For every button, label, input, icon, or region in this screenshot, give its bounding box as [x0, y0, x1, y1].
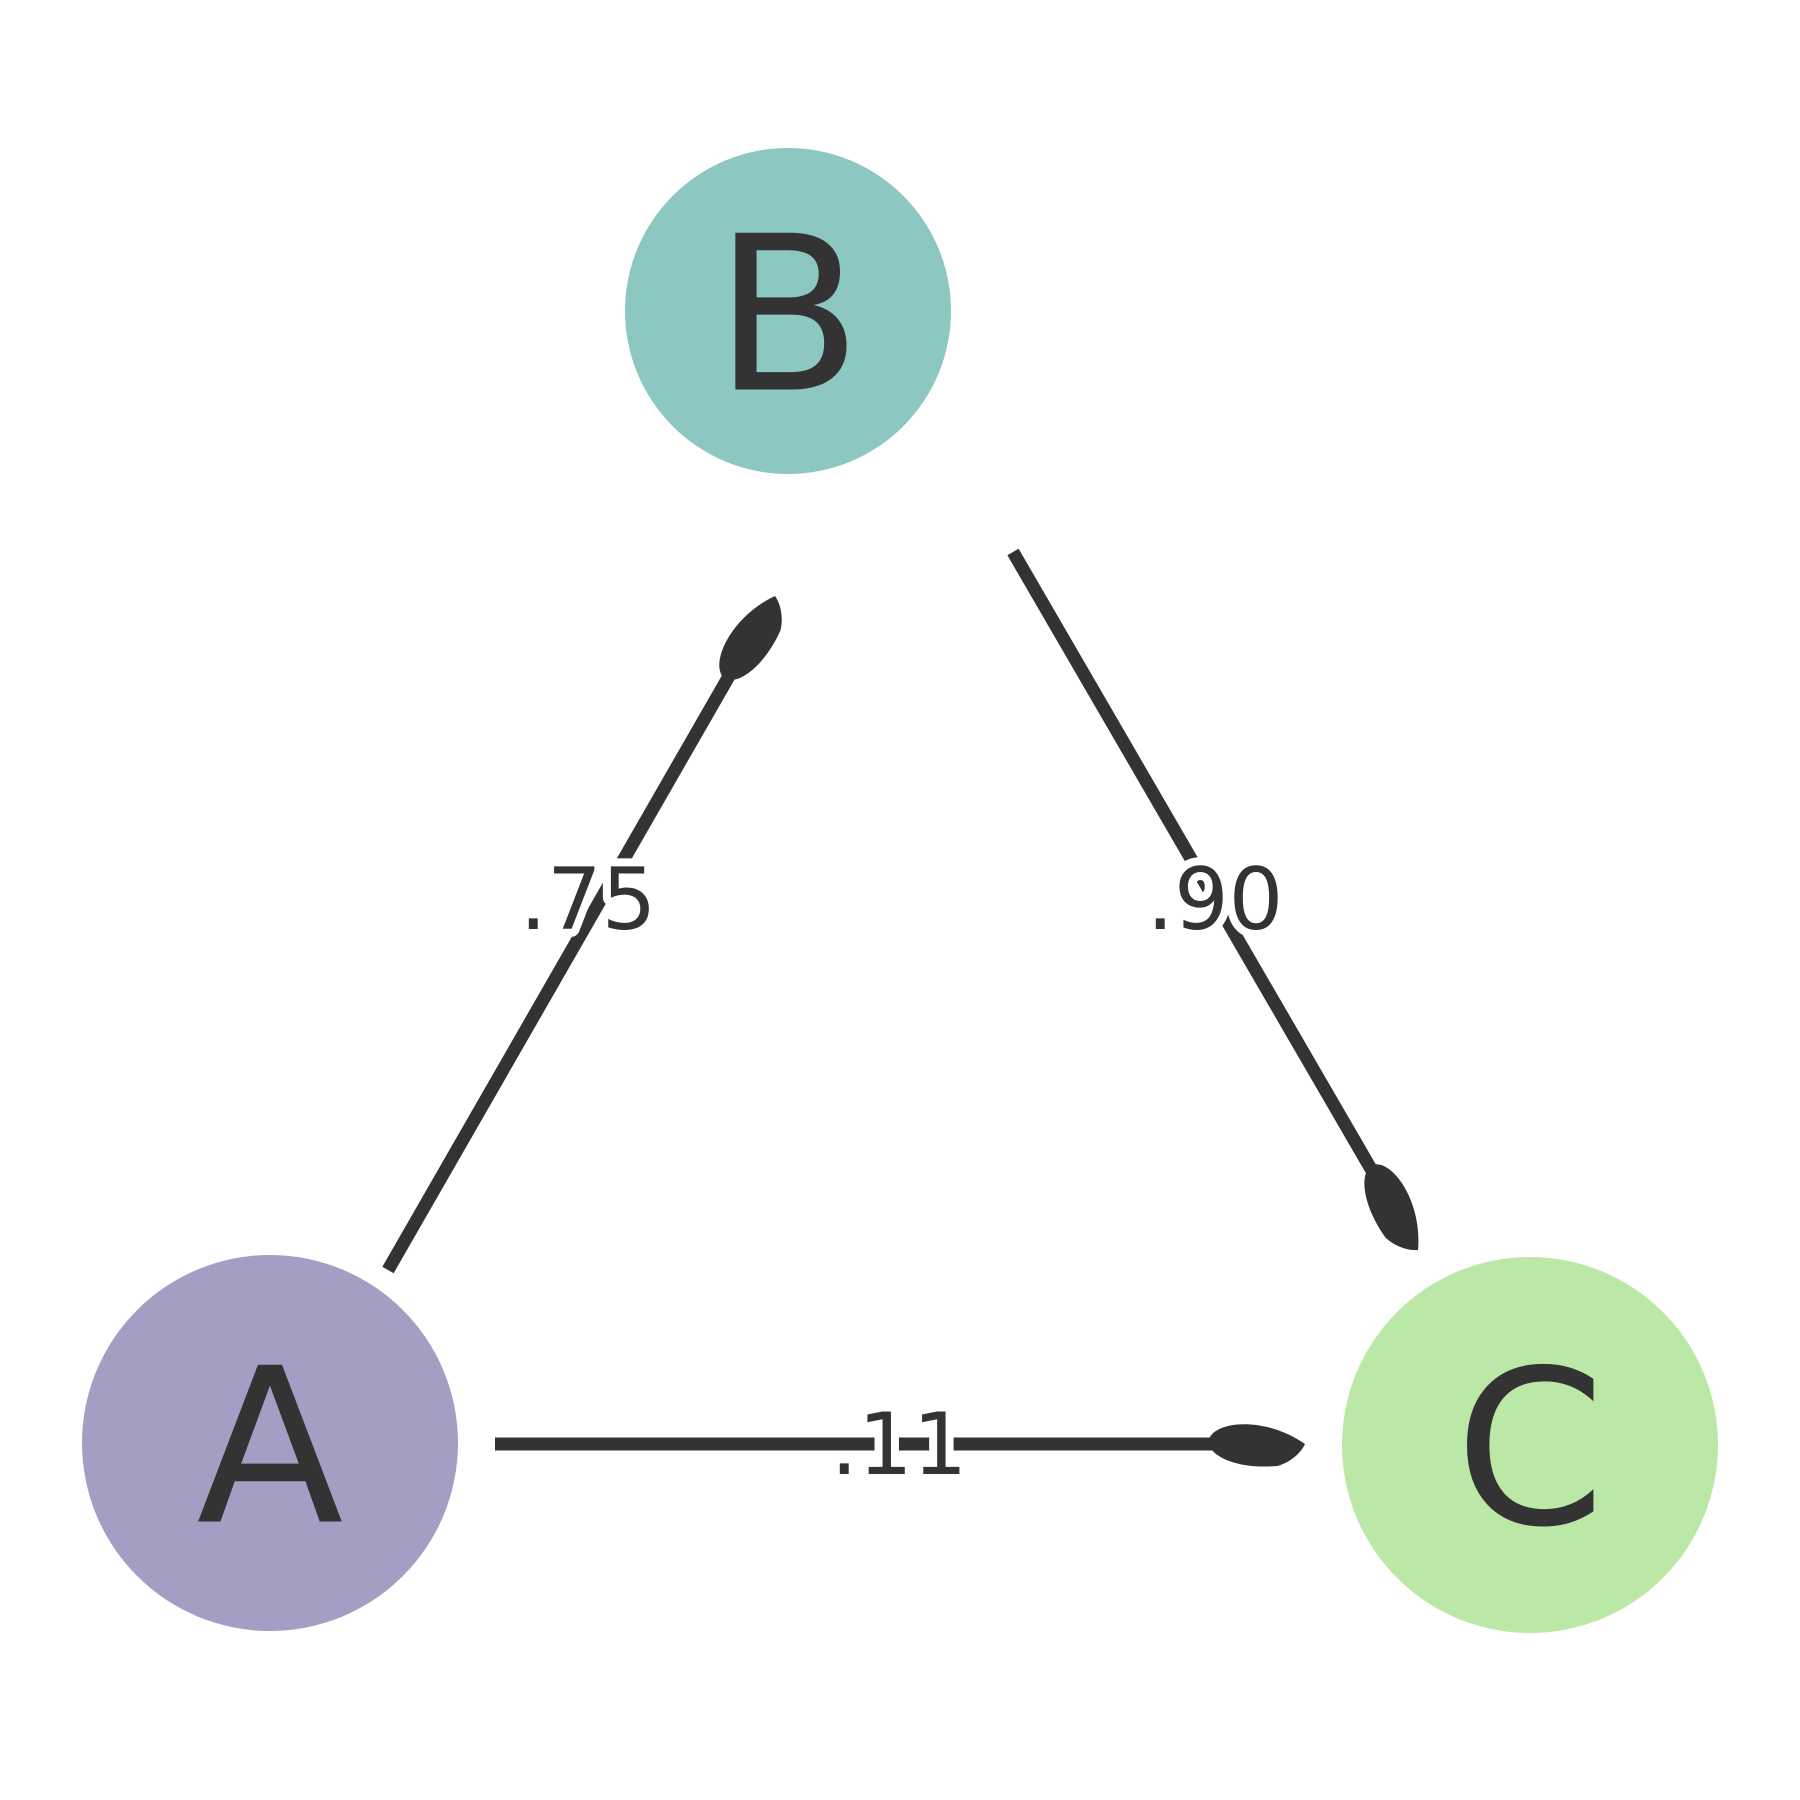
- arrowhead-b-c: [1364, 1164, 1419, 1251]
- node-b[interactable]: B: [625, 148, 951, 474]
- edge-labels-group: .75.75.90.90.11.11: [512, 842, 1292, 1503]
- edge-label-halo-a-b: .75: [520, 850, 657, 950]
- node-label-a: A: [196, 1322, 343, 1573]
- nodes-group: A B C: [82, 148, 1718, 1633]
- edge-label-a-b: .75: [520, 850, 657, 950]
- node-circle-a[interactable]: [82, 1255, 458, 1631]
- node-label-b: B: [714, 190, 862, 441]
- edge-b-c[interactable]: [1007, 548, 1435, 1261]
- node-c[interactable]: C: [1342, 1257, 1718, 1633]
- edge-a-b[interactable]: [382, 586, 795, 1274]
- edge-label-b-c: .90: [1147, 850, 1284, 950]
- edge-a-c[interactable]: [495, 1424, 1305, 1467]
- node-label-c: C: [1455, 1324, 1605, 1575]
- node-circle-c[interactable]: [1342, 1257, 1718, 1633]
- node-circle-b[interactable]: [625, 148, 951, 474]
- edge-label-halo-a-c: .11: [831, 1395, 968, 1495]
- edges-group: [382, 548, 1435, 1467]
- edge-label-a-c: .11: [831, 1395, 968, 1495]
- edge-line-b-c: [1007, 548, 1380, 1177]
- node-a[interactable]: A: [82, 1255, 458, 1631]
- arrowhead-a-b: [719, 596, 782, 680]
- arrowhead-a-c: [1208, 1424, 1305, 1467]
- edge-line-a-b: [382, 669, 737, 1274]
- edge-label-halo-b-c: .90: [1147, 850, 1284, 950]
